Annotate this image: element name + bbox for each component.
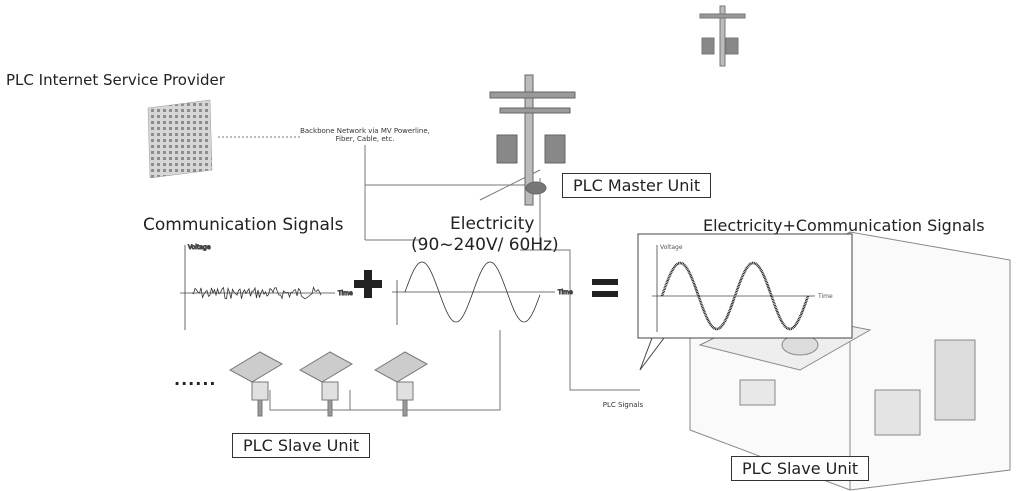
electricity-graph: Time (392, 261, 573, 325)
small-house-roof (298, 351, 354, 383)
elec-graph-time-label: Time (557, 289, 573, 296)
comm-signals-label: Communication Signals (143, 215, 344, 235)
equals-icon (592, 279, 618, 297)
slave-unit-label-left: PLC Slave Unit (232, 433, 371, 458)
small-house-roof (373, 351, 429, 383)
master-unit-label: PLC Master Unit (562, 173, 712, 198)
combined-graph-voltage-label: Voltage (660, 244, 683, 251)
electricity-label: Electricity (450, 214, 535, 234)
combined-graph-time-label: Time (817, 293, 833, 300)
small-houses (228, 351, 429, 417)
small-house-body (321, 381, 339, 401)
small-house-post (327, 399, 333, 417)
isp-building-icon (147, 99, 213, 179)
comm-signal-graph: Voltage Time (180, 244, 353, 330)
small-house-roof (228, 351, 284, 383)
isp-label: PLC Internet Service Provider (6, 71, 225, 89)
connection-lines (218, 136, 640, 411)
distant-pole-icon (699, 5, 746, 67)
backbone-label: Backbone Network via MV Powerline, Fiber… (300, 127, 430, 143)
plc-signals-label: PLC Signals (602, 401, 644, 409)
comm-graph-time-label: Time (337, 290, 353, 297)
ellipsis: ...... (174, 370, 217, 389)
plus-icon (354, 270, 382, 298)
electricity-spec: (90~240V/ 60Hz) (411, 235, 559, 255)
comm-graph-voltage-label: Voltage (188, 244, 211, 251)
combined-signal-inset: Voltage Time (637, 233, 853, 371)
combined-label: Electricity+Communication Signals (703, 216, 985, 235)
small-house-body (251, 381, 269, 401)
master-unit-pole-icon (489, 74, 576, 206)
small-house-body (396, 381, 414, 401)
slave-unit-label-right: PLC Slave Unit (731, 456, 870, 481)
small-house-post (402, 399, 408, 417)
small-house-post (257, 399, 263, 417)
